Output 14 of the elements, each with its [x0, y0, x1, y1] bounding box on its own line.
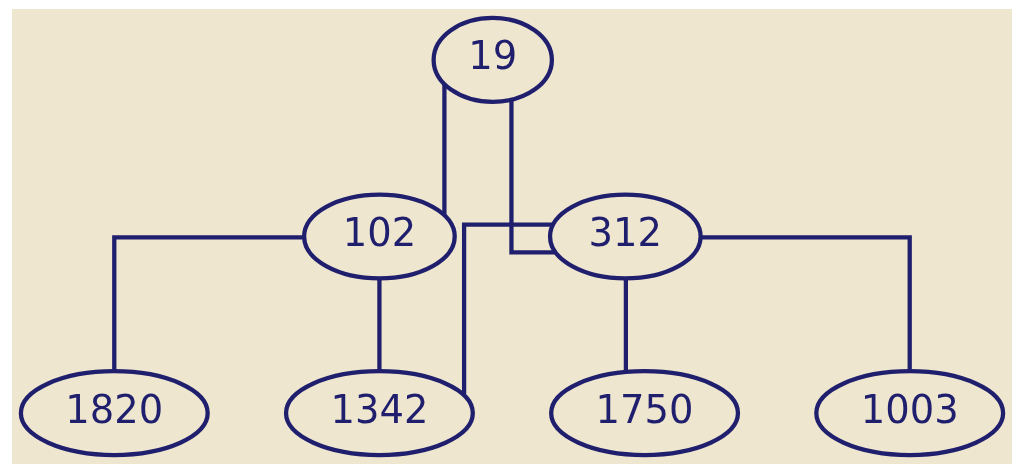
connector — [461, 221, 553, 394]
node-ellipse: 312 — [547, 191, 703, 281]
node-ellipse: 1342 — [283, 368, 475, 457]
connector — [112, 234, 304, 371]
connector — [377, 278, 382, 371]
connector — [509, 100, 556, 254]
node-ellipse: 1750 — [549, 368, 741, 457]
node-ellipse: 102 — [302, 191, 457, 281]
node-ellipse: 19 — [431, 15, 554, 104]
node-ellipse: 1003 — [814, 368, 1006, 457]
connector — [442, 83, 447, 214]
node-ellipse: 1820 — [18, 368, 210, 457]
connector — [623, 278, 628, 371]
connector — [701, 234, 912, 371]
